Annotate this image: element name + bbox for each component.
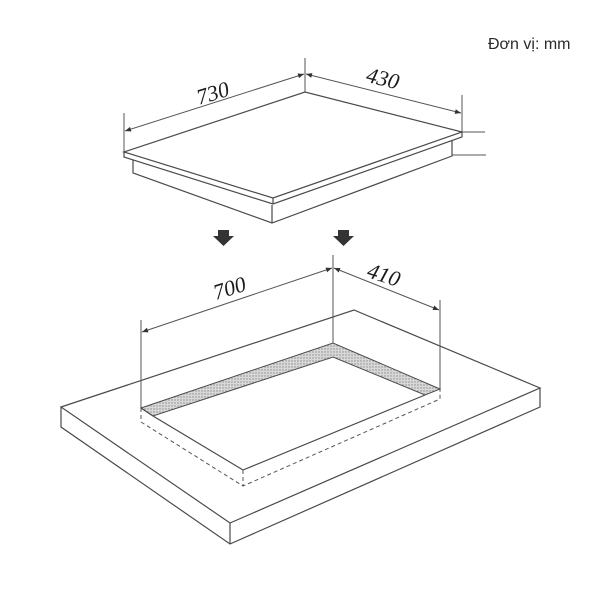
- unit-label: Đơn vị: mm: [488, 36, 571, 53]
- hob-width-label: 730: [193, 76, 232, 110]
- hob-unit: 730 430: [122, 58, 486, 224]
- cutout-width-label: 700: [210, 271, 249, 305]
- cutout-depth-label: 410: [364, 258, 403, 292]
- cutout-rim: [139, 342, 442, 417]
- cutout-depth-dimension: [333, 267, 440, 311]
- cutout-width-dimension: [141, 267, 333, 333]
- down-arrow-icon: [213, 230, 234, 246]
- countertop-top-surface: [59, 309, 542, 524]
- hob-depth-label: 430: [364, 62, 402, 94]
- hob-top-surface: [122, 91, 465, 199]
- down-arrow-icon: [333, 230, 354, 246]
- hob-width-dimension: [124, 73, 305, 132]
- countertop: [59, 309, 542, 545]
- hob-depth-dimension: [305, 73, 462, 114]
